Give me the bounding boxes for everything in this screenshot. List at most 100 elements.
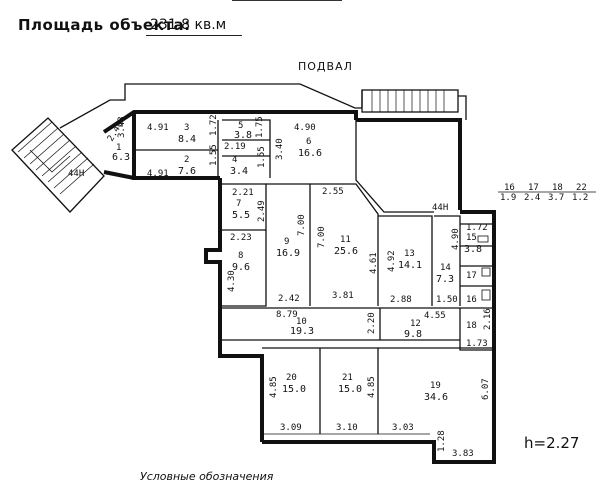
svg-text:2.55: 2.55 xyxy=(322,187,344,197)
svg-text:16: 16 xyxy=(466,295,477,305)
svg-text:1.73: 1.73 xyxy=(466,339,488,349)
svg-text:15.0: 15.0 xyxy=(338,384,362,395)
room-18: 18 xyxy=(466,321,477,331)
svg-text:25.6: 25.6 xyxy=(334,246,358,257)
room-1: 1 6.3 xyxy=(112,143,130,163)
room-11: 11 25.6 xyxy=(334,235,358,257)
svg-text:21: 21 xyxy=(342,373,353,383)
svg-text:9: 9 xyxy=(284,237,289,247)
room-8: 8 9.6 xyxy=(232,251,250,273)
svg-text:14.1: 14.1 xyxy=(398,260,422,271)
svg-text:6: 6 xyxy=(306,137,311,147)
svg-text:2.49: 2.49 xyxy=(257,200,267,222)
svg-text:1.28: 1.28 xyxy=(437,430,447,452)
svg-text:4.85: 4.85 xyxy=(367,376,377,398)
small-rooms-table: 16 1.9 17 2.4 18 3.7 22 1.2 xyxy=(498,183,596,203)
svg-text:16.6: 16.6 xyxy=(298,148,322,159)
svg-text:8.4: 8.4 xyxy=(178,134,196,145)
svg-text:7.3: 7.3 xyxy=(436,274,454,285)
svg-text:7.00: 7.00 xyxy=(317,226,327,248)
room-20: 20 15.0 xyxy=(282,373,306,395)
svg-text:3.10: 3.10 xyxy=(336,423,358,433)
room-17: 17 xyxy=(466,271,477,281)
svg-text:3: 3 xyxy=(184,123,189,133)
svg-text:8: 8 xyxy=(238,251,243,261)
top-rule xyxy=(232,0,342,1)
svg-text:3.81: 3.81 xyxy=(332,291,354,301)
ceiling-height-label: h=2.27 xyxy=(524,434,580,452)
svg-text:4.30: 4.30 xyxy=(227,270,237,292)
svg-text:3.03: 3.03 xyxy=(392,423,414,433)
dimensions: 3.43 2.40 4.91 1.72 2.19 1.75 4.90 4.91 … xyxy=(106,114,493,459)
room-13: 13 14.1 xyxy=(398,249,422,271)
room-4: 4 3.4 xyxy=(230,155,248,177)
svg-text:1.72: 1.72 xyxy=(466,223,488,233)
svg-text:1.50: 1.50 xyxy=(436,295,458,305)
svg-text:4.92: 4.92 xyxy=(387,250,397,272)
svg-text:12: 12 xyxy=(410,319,421,329)
svg-text:4.90: 4.90 xyxy=(451,228,461,250)
svg-text:15.0: 15.0 xyxy=(282,384,306,395)
svg-text:2: 2 xyxy=(184,155,189,165)
svg-text:4.85: 4.85 xyxy=(269,376,279,398)
svg-text:11: 11 xyxy=(340,235,351,245)
svg-text:4.91: 4.91 xyxy=(147,169,169,179)
svg-text:17: 17 xyxy=(528,183,539,193)
svg-text:5.5: 5.5 xyxy=(232,210,250,221)
room-9: 9 16.9 xyxy=(276,237,300,259)
svg-text:2.21: 2.21 xyxy=(232,188,254,198)
small-rooms-detail xyxy=(477,235,491,301)
svg-text:3.8: 3.8 xyxy=(234,130,252,141)
inner-walls xyxy=(134,119,494,434)
outer-walls xyxy=(59,83,496,464)
svg-text:18: 18 xyxy=(466,321,477,331)
svg-text:1: 1 xyxy=(116,143,121,153)
room-12: 12 9.8 xyxy=(404,319,422,340)
svg-text:3.43: 3.43 xyxy=(117,116,127,138)
svg-text:4.55: 4.55 xyxy=(424,311,446,321)
svg-text:9.6: 9.6 xyxy=(232,262,250,273)
svg-text:16: 16 xyxy=(504,183,515,193)
room-16: 16 xyxy=(466,295,477,305)
svg-text:4.61: 4.61 xyxy=(369,252,379,274)
svg-text:4.91: 4.91 xyxy=(147,123,169,133)
plan-title: ПОДВАЛ xyxy=(298,60,353,73)
svg-text:20: 20 xyxy=(286,373,297,383)
svg-text:3.09: 3.09 xyxy=(280,423,302,433)
svg-text:18: 18 xyxy=(552,183,563,193)
svg-text:6.3: 6.3 xyxy=(112,152,130,163)
area-underline xyxy=(146,35,242,36)
room-5: 5 3.8 xyxy=(234,121,252,141)
room-6: 6 16.6 xyxy=(298,137,322,159)
room-14: 14 7.3 xyxy=(436,263,454,285)
stairs-left xyxy=(11,117,105,213)
svg-text:1.75: 1.75 xyxy=(255,116,265,138)
svg-text:3.4: 3.4 xyxy=(230,166,248,177)
svg-text:7: 7 xyxy=(236,199,241,209)
room-21: 21 15.0 xyxy=(338,373,362,395)
svg-text:34.6: 34.6 xyxy=(424,392,448,403)
room-19: 19 34.6 xyxy=(424,381,448,403)
svg-text:3.8: 3.8 xyxy=(464,244,482,255)
room-10: 10 19.3 xyxy=(290,317,314,337)
svg-text:2.4: 2.4 xyxy=(524,193,540,203)
svg-text:2.88: 2.88 xyxy=(390,295,412,305)
svg-text:3.7: 3.7 xyxy=(548,193,564,203)
area-label: Площадь объекта: xyxy=(18,16,191,34)
svg-text:4.90: 4.90 xyxy=(294,123,316,133)
area-value: 231.8 кв.м xyxy=(150,17,227,33)
room-2: 2 7.6 xyxy=(178,155,196,177)
svg-text:13: 13 xyxy=(404,249,415,259)
room-7: 7 5.5 xyxy=(232,199,250,221)
svg-text:2.19: 2.19 xyxy=(224,142,246,152)
svg-text:6.07: 6.07 xyxy=(481,378,491,400)
svg-text:7.00: 7.00 xyxy=(297,214,307,236)
svg-text:15: 15 xyxy=(466,233,477,243)
svg-text:1.2: 1.2 xyxy=(572,193,588,203)
svg-text:10: 10 xyxy=(296,317,307,327)
svg-text:2.42: 2.42 xyxy=(278,294,300,304)
room-3: 3 8.4 xyxy=(178,123,196,145)
legend-caption: Условные обозначения xyxy=(140,470,274,483)
svg-text:17: 17 xyxy=(466,271,477,281)
